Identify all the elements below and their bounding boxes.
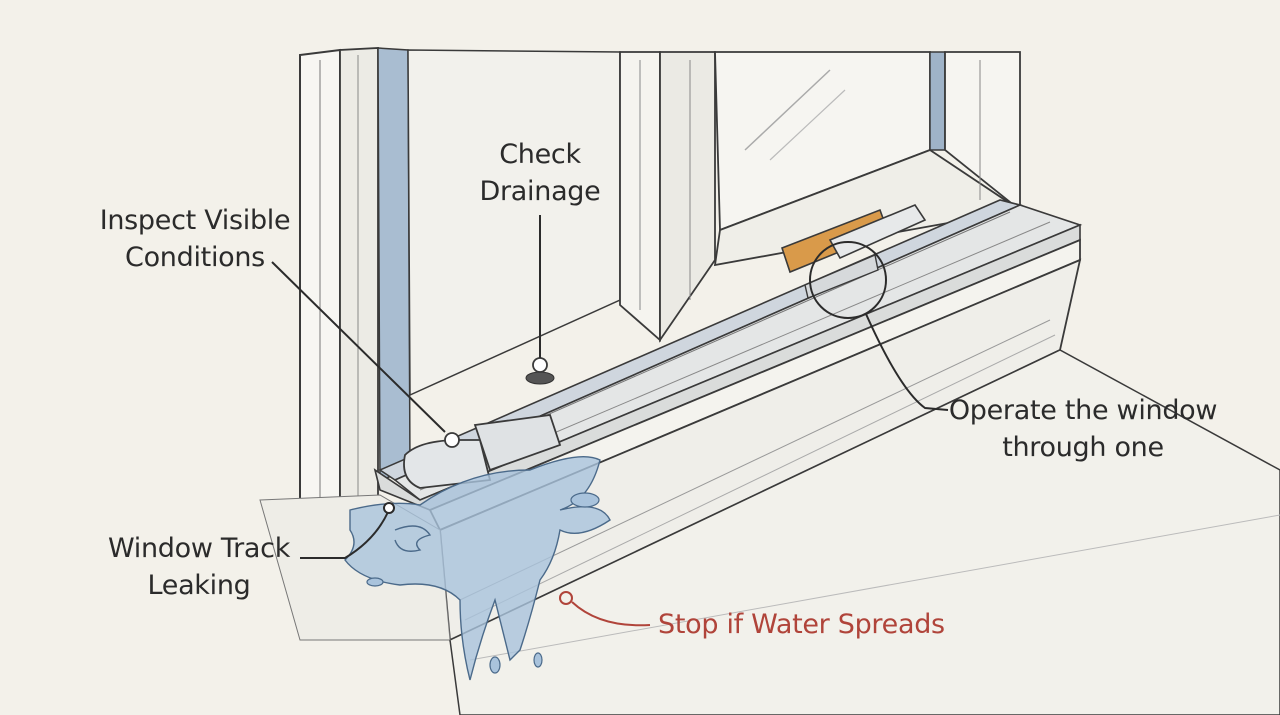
operate-window-label: Operate the window through one — [948, 392, 1218, 466]
water-puddle — [344, 455, 611, 681]
inspect-line-2: Conditions — [125, 242, 265, 273]
check-drainage-line-2: Drainage — [479, 176, 601, 207]
leak-marker — [383, 502, 395, 514]
callout-lines — [271, 215, 949, 559]
stop-callout — [559, 591, 651, 627]
track-leaking-label: Window Track Leaking — [104, 530, 294, 604]
weatherstrip-block — [780, 204, 927, 299]
inspect-line-1: Inspect Visible — [99, 205, 291, 236]
operate-leader — [865, 313, 949, 411]
operate-circle — [809, 241, 887, 319]
window-sill — [259, 238, 1280, 715]
stop-leader — [571, 601, 651, 627]
operate-line-2: through one — [1002, 432, 1164, 463]
leak-leader — [300, 511, 389, 559]
stop-line-1: Stop if Water Spreads — [658, 609, 945, 640]
check-drainage-line-1: Check — [499, 139, 581, 170]
left-jamb — [299, 47, 379, 512]
inspect-leader — [271, 261, 446, 433]
inspect-conditions-label: Inspect Visible Conditions — [92, 202, 298, 276]
operate-line-1: Operate the window — [948, 395, 1218, 426]
stop-marker — [559, 591, 573, 605]
right-sash — [713, 51, 1023, 267]
sash-latch — [403, 414, 562, 489]
drain-hole — [525, 357, 555, 385]
leak-line-1: Window Track — [107, 533, 291, 564]
stop-water-label: Stop if Water Spreads — [658, 606, 958, 643]
leak-line-2: Leaking — [147, 570, 251, 601]
check-drainage-label: Check Drainage — [478, 136, 602, 210]
glass-left-strip — [377, 47, 411, 482]
